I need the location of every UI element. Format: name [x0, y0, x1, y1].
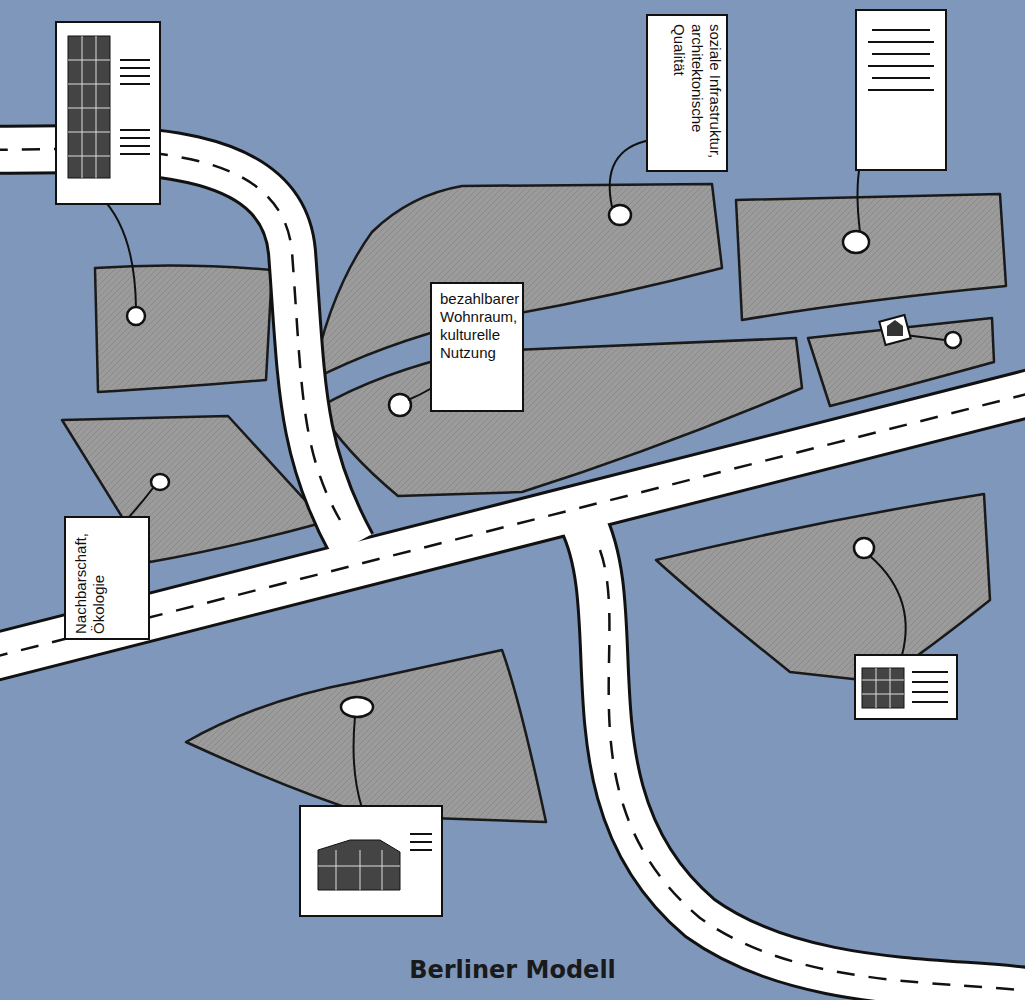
tag-card: soziale Infrastruktur, architektonische …: [646, 14, 728, 172]
caption-row: Berliner Modell: [0, 956, 1025, 984]
tag-card: Nachbarschaft, Ökologie: [64, 516, 150, 640]
tag-text: bezahlbarer Wohnraum, kulturelle Nutzung: [440, 290, 518, 362]
tag-card: bezahlbarer Wohnraum, kulturelle Nutzung: [430, 282, 524, 412]
caption: Berliner Modell: [409, 956, 616, 984]
tag-text: Nachbarschaft, Ökologie: [72, 526, 108, 634]
tag-text: soziale Infrastruktur, architektonische …: [670, 24, 724, 166]
tag-body: Nachbarschaft, Ökologie: [66, 518, 114, 640]
roads: [0, 149, 1025, 992]
pin-strings: [100, 125, 945, 808]
tag-body: bezahlbarer Wohnraum, kulturelle Nutzung: [432, 284, 524, 368]
pin-holes: [127, 205, 961, 717]
picture-tags: [56, 10, 957, 916]
tag-body: soziale Infrastruktur, architektonische …: [664, 16, 728, 172]
